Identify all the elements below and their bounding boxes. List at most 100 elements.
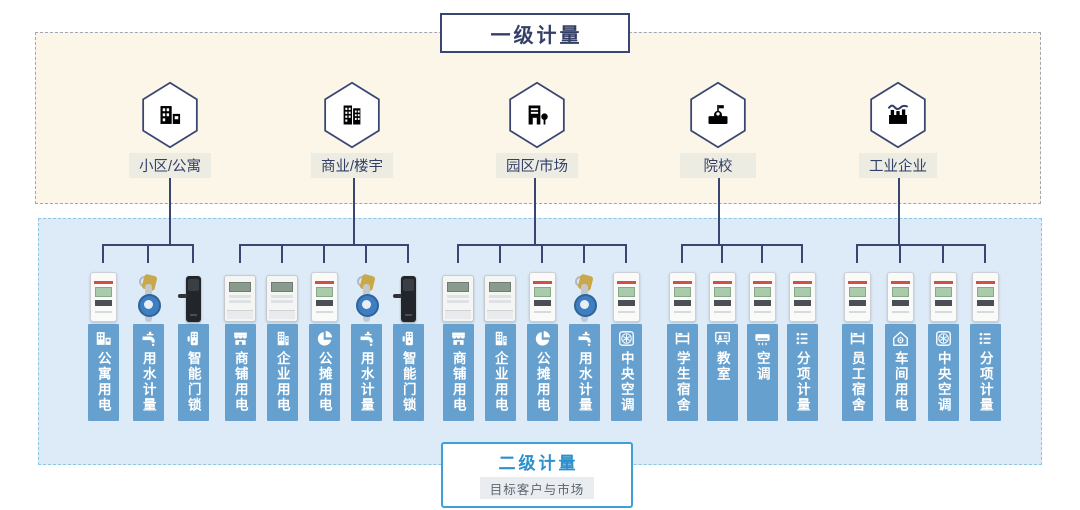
storefront-icon <box>231 329 250 348</box>
level2-title: 二级计量 <box>498 454 579 473</box>
connector-line <box>353 174 355 246</box>
device-image <box>568 268 600 322</box>
device-image <box>748 268 776 322</box>
usage-label: 公寓用电 <box>87 324 119 421</box>
connector-line <box>457 244 459 263</box>
category-label: 商业/楼宇 <box>310 153 394 178</box>
connector-line <box>625 244 627 263</box>
hvac-icon <box>617 329 636 348</box>
connector-line <box>499 244 501 263</box>
device-image <box>668 268 696 322</box>
connector-line <box>541 244 543 263</box>
usage-label-text: 公寓用电 <box>95 351 111 413</box>
device-photo-electric-meter-small <box>89 272 117 322</box>
level2-subtitle: 目标客户与市场 <box>479 477 595 499</box>
meter-column: 商铺用电 <box>223 268 257 421</box>
device-photo-electric-meter-large <box>266 275 298 322</box>
connector-line <box>681 244 683 263</box>
usage-label: 用水计量 <box>568 324 600 421</box>
usage-label-text: 用水计量 <box>358 351 374 413</box>
connector-line <box>681 244 803 246</box>
itemized-list-icon <box>976 329 995 348</box>
device-photo-electric-meter-small <box>612 272 640 322</box>
device-photo-water-meter <box>132 273 164 322</box>
device-photo-electric-meter-small <box>708 272 736 322</box>
meter-column: 学生宿舍 <box>665 268 699 421</box>
device-image <box>350 268 382 322</box>
device-photo-electric-meter-large <box>224 275 256 322</box>
connector-line <box>898 174 900 246</box>
category-4: 院校 <box>663 81 773 178</box>
connector-line <box>942 244 944 263</box>
category-3: 园区/市场 <box>482 81 592 178</box>
meter-column: 企业用电 <box>265 268 299 421</box>
itemized-list-icon <box>793 329 812 348</box>
usage-label: 公摊用电 <box>308 324 340 421</box>
meter-column: 用水计量 <box>349 268 383 421</box>
usage-label-text: 分项计量 <box>794 351 810 413</box>
usage-label-text: 分项计量 <box>977 351 993 413</box>
meter-column: 教室 <box>705 268 739 421</box>
usage-label: 企业用电 <box>484 324 516 421</box>
usage-label-text: 员工宿舍 <box>849 351 865 413</box>
meter-column: 空调 <box>745 268 779 421</box>
usage-label-text: 用水计量 <box>576 351 592 413</box>
device-image <box>708 268 736 322</box>
device-image <box>310 268 338 322</box>
connector-line <box>365 244 367 263</box>
usage-label-text: 公摊用电 <box>534 351 550 413</box>
usage-label: 员工宿舍 <box>841 324 873 421</box>
usage-label: 智能门锁 <box>392 324 424 421</box>
device-photo-water-meter <box>568 273 600 322</box>
connector-line <box>281 244 283 263</box>
usage-label-text: 车间用电 <box>892 351 908 413</box>
usage-label: 用水计量 <box>132 324 164 421</box>
connector-line <box>323 244 325 263</box>
level2-title-box: 二级计量 目标客户与市场 <box>441 442 633 508</box>
meter-column: 车间用电 <box>883 268 917 421</box>
faucet-icon <box>139 329 158 348</box>
school-icon <box>687 81 749 149</box>
connector-line <box>721 244 723 263</box>
device-photo-electric-meter-small <box>748 272 776 322</box>
usage-label-text: 用水计量 <box>140 351 156 413</box>
device-image <box>971 268 999 322</box>
dorm-bed-icon <box>673 329 692 348</box>
usage-label: 教室 <box>706 324 738 421</box>
usage-label: 分项计量 <box>786 324 818 421</box>
device-photo-electric-meter-large <box>484 275 516 322</box>
usage-label: 车间用电 <box>884 324 916 421</box>
smart-lock-icon <box>184 329 203 348</box>
usage-label-text: 公摊用电 <box>316 351 332 413</box>
usage-label: 中央空调 <box>927 324 959 421</box>
smart-lock-icon <box>399 329 418 348</box>
category-label: 院校 <box>680 153 756 178</box>
pie-chart-icon <box>315 329 334 348</box>
usage-label: 用水计量 <box>350 324 382 421</box>
device-photo-electric-meter-small <box>971 272 999 322</box>
meter-column: 智能门锁 <box>176 268 210 421</box>
category-1: 小区/公寓 <box>115 81 225 178</box>
classroom-icon <box>713 329 732 348</box>
device-photo-smart-lock <box>392 276 416 322</box>
device-image <box>484 268 516 322</box>
category-2: 商业/楼宇 <box>297 81 407 178</box>
usage-label-text: 智能门锁 <box>400 351 416 413</box>
usage-label-text: 空调 <box>754 351 770 382</box>
usage-label: 中央空调 <box>610 324 642 421</box>
meter-column: 员工宿舍 <box>840 268 874 421</box>
level1-title: 一级计量 <box>490 24 583 47</box>
category-label: 工业企业 <box>859 153 937 178</box>
device-image <box>177 268 201 322</box>
usage-label-text: 中央空调 <box>935 351 951 413</box>
device-photo-electric-meter-small <box>788 272 816 322</box>
usage-label: 公摊用电 <box>526 324 558 421</box>
device-image <box>266 268 298 322</box>
device-image <box>224 268 256 322</box>
device-image <box>843 268 871 322</box>
device-image <box>442 268 474 322</box>
connector-line <box>169 174 171 246</box>
category-label: 园区/市场 <box>495 153 579 178</box>
campus-market-icon <box>506 81 568 149</box>
connector-line <box>534 174 536 246</box>
